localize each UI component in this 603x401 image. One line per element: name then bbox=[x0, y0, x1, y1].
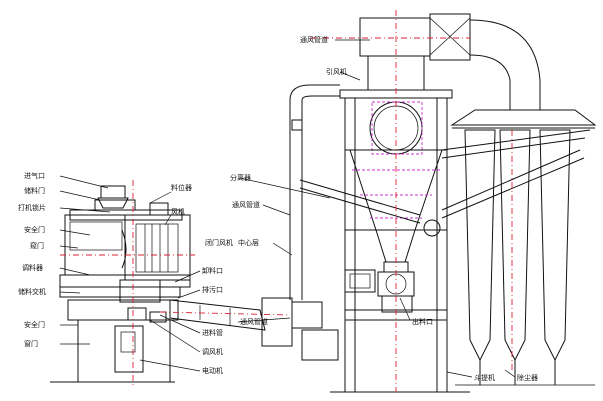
label-motor: 电动机 bbox=[202, 366, 223, 375]
feed-hopper bbox=[100, 185, 126, 199]
fan-housing bbox=[124, 214, 191, 281]
label-separator: 分离器 bbox=[230, 173, 251, 182]
label-discharge-port: 卸料口 bbox=[202, 266, 223, 275]
filter-bag-3 bbox=[539, 129, 571, 385]
label-vent-duct-top: 通风管道 bbox=[300, 35, 328, 44]
label-center-layer: 中心层 bbox=[238, 238, 259, 247]
base-cabinet bbox=[77, 319, 171, 383]
label-safety-door-lower: 安全门 bbox=[24, 320, 45, 329]
left-machine bbox=[50, 180, 195, 385]
label-vent-duct-mid: 通风管道 bbox=[232, 200, 260, 209]
label-level-sensor: 料位器 bbox=[171, 183, 192, 192]
label-vent-duct-low: 通风管道 bbox=[240, 317, 268, 326]
label-regulator: 调料器 bbox=[22, 263, 43, 272]
label-bucket-elevator: 斗提机 bbox=[474, 373, 495, 382]
main-body bbox=[64, 214, 126, 276]
right-structure bbox=[289, 10, 591, 393]
label-induced-fan: 引风机 bbox=[326, 67, 347, 76]
label-inlet: 进气口 bbox=[24, 171, 45, 180]
filter-bag-2 bbox=[499, 129, 531, 385]
filter-bag-1 bbox=[464, 129, 496, 385]
label-window-door: 窗门 bbox=[24, 339, 38, 348]
dust-collector bbox=[450, 109, 597, 386]
leader-lines bbox=[59, 39, 516, 378]
label-closed-fan: 闭门风机 bbox=[205, 238, 233, 247]
connecting-duct bbox=[159, 297, 339, 361]
label-safety-door-upper: 安全门 bbox=[24, 225, 45, 234]
label-dust-collector: 除尘器 bbox=[517, 373, 538, 382]
labels: 进气口 储料门 料位器 打机锁片 风机 安全门 窥门 调料器 储料交机 安全门 … bbox=[18, 35, 538, 382]
label-outlet: 出料口 bbox=[412, 317, 433, 326]
label-lock-plate: 打机锁片 bbox=[18, 203, 46, 212]
label-drain-port: 排污口 bbox=[202, 285, 223, 294]
label-storage-door: 储料门 bbox=[24, 186, 45, 195]
label-feed-pipe: 进料管 bbox=[202, 328, 223, 337]
label-peep-door: 窥门 bbox=[30, 241, 44, 250]
label-fan-left: 风机 bbox=[171, 207, 185, 216]
label-storage-switch: 储料交机 bbox=[18, 287, 46, 296]
label-adjust-fan: 调风机 bbox=[202, 347, 223, 356]
